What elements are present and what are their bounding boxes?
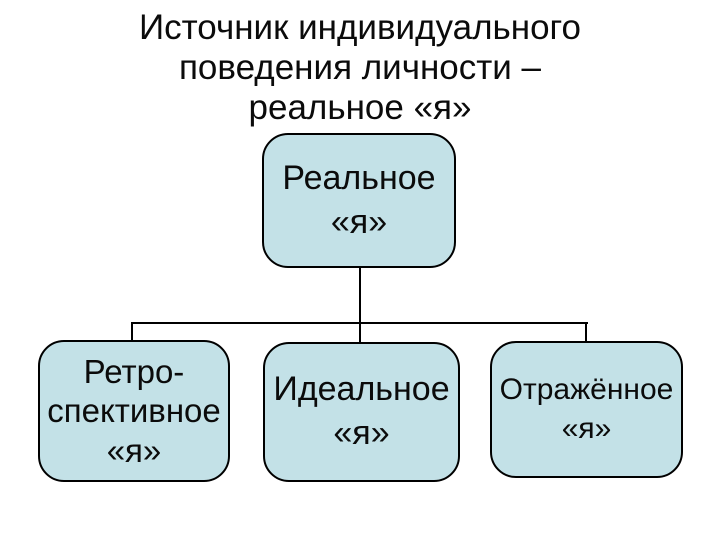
node-real-ya: Реальное «я» [262,133,456,268]
connector-drop-left [131,322,133,341]
slide-title-line-2: поведения личности – [178,48,542,87]
node-retrospective-ya-line-3: «я» [106,431,162,469]
slide-title-line-1: Источник индивидуального [138,8,582,47]
node-real-ya-line-1: Реальное [282,158,436,197]
node-real-ya-line-2: «я» [330,202,388,241]
slide-title: Источник индивидуального поведения лично… [40,8,680,128]
node-retrospective-ya-line-1: Ретро- [83,352,185,390]
node-ideal-ya-line-2: «я» [333,414,390,452]
node-reflected-ya-line-1: Отражённое [499,373,674,407]
node-retrospective-ya-line-2: спективное [47,392,221,430]
node-retrospective-ya: Ретро- спективное «я» [38,340,230,482]
node-ideal-ya: Идеальное «я» [263,342,460,482]
connector-drop-right [585,322,587,342]
node-ideal-ya-line-1: Идеальное [273,370,450,409]
slide-title-line-3: реальное «я» [248,88,472,127]
connector-drop-middle [359,322,361,343]
connector-root-vertical [359,266,361,324]
node-reflected-ya: Отражённое «я» [490,341,683,478]
node-reflected-ya-line-2: «я» [561,411,612,445]
